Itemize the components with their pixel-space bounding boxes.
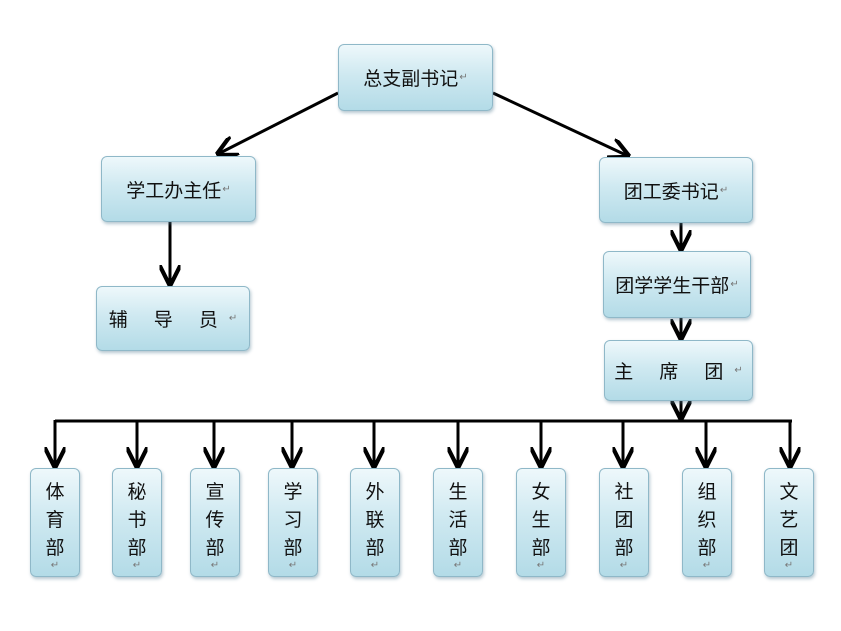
paragraph-mark-icon: ↵ bbox=[734, 365, 743, 376]
department-box: 女生部↵ bbox=[516, 468, 566, 577]
department-char: 活 bbox=[448, 508, 468, 531]
department-char: 团 bbox=[779, 536, 799, 559]
paragraph-mark-icon: ↵ bbox=[619, 559, 629, 571]
paragraph-mark-icon: ↵ bbox=[288, 559, 298, 571]
department-char: 外 bbox=[365, 480, 385, 503]
node-tuanxue-label: 团学学生干部 bbox=[615, 275, 730, 297]
department-box: 体育部↵ bbox=[30, 468, 80, 577]
paragraph-mark-icon: ↵ bbox=[453, 559, 463, 571]
department-box: 组织部↵ bbox=[682, 468, 732, 577]
paragraph-mark-icon: ↵ bbox=[730, 279, 739, 290]
department-char: 团 bbox=[614, 508, 634, 531]
paragraph-mark-icon: ↵ bbox=[228, 313, 238, 324]
department-char: 传 bbox=[205, 508, 225, 531]
paragraph-mark-icon: ↵ bbox=[50, 559, 60, 571]
node-root: 总支副书记↵ bbox=[338, 44, 493, 111]
department-char: 女 bbox=[531, 480, 551, 503]
department-char: 部 bbox=[448, 536, 468, 559]
department-char: 文 bbox=[779, 480, 799, 503]
node-xuegong: 学工办主任↵ bbox=[101, 156, 256, 222]
department-char: 部 bbox=[365, 536, 385, 559]
node-zhuxi-label: 主 席 团 bbox=[614, 361, 734, 383]
node-tuanwei: 团工委书记↵ bbox=[599, 157, 753, 223]
department-box: 秘书部↵ bbox=[112, 468, 162, 577]
node-fudao-label: 辅 导 员 bbox=[108, 309, 228, 331]
department-char: 生 bbox=[531, 508, 551, 531]
connector-root-to-tuanwei bbox=[492, 91, 628, 156]
node-fudao: 辅 导 员↵ bbox=[96, 286, 250, 351]
department-box: 宣传部↵ bbox=[190, 468, 240, 577]
department-char: 艺 bbox=[779, 508, 799, 531]
connector-root-to-xuegong bbox=[218, 91, 339, 154]
node-zhuxi: 主 席 团↵ bbox=[604, 340, 753, 401]
paragraph-mark-icon: ↵ bbox=[784, 559, 794, 571]
department-box: 学习部↵ bbox=[268, 468, 318, 577]
department-char: 习 bbox=[283, 508, 303, 531]
department-char: 学 bbox=[283, 480, 303, 503]
paragraph-mark-icon: ↵ bbox=[536, 559, 546, 571]
node-xuegong-label: 学工办主任 bbox=[126, 179, 222, 202]
department-char: 部 bbox=[205, 536, 225, 559]
department-char: 组 bbox=[697, 480, 717, 503]
node-tuanwei-label: 团工委书记 bbox=[623, 180, 719, 203]
department-char: 联 bbox=[365, 508, 385, 531]
paragraph-mark-icon: ↵ bbox=[459, 72, 468, 83]
department-box: 生活部↵ bbox=[433, 468, 483, 577]
department-box: 社团部↵ bbox=[599, 468, 649, 577]
node-root-label: 总支副书记 bbox=[363, 68, 459, 90]
department-char: 书 bbox=[127, 508, 147, 531]
department-char: 秘 bbox=[127, 480, 147, 503]
department-char: 部 bbox=[283, 536, 303, 559]
paragraph-mark-icon: ↵ bbox=[702, 559, 712, 571]
paragraph-mark-icon: ↵ bbox=[210, 559, 220, 571]
department-char: 宣 bbox=[205, 480, 225, 503]
department-char: 织 bbox=[697, 508, 717, 531]
department-char: 体 bbox=[45, 480, 65, 503]
paragraph-mark-icon: ↵ bbox=[132, 559, 142, 571]
node-tuanxue: 团学学生干部↵ bbox=[603, 251, 751, 318]
department-char: 部 bbox=[45, 536, 65, 559]
department-char: 社 bbox=[614, 480, 634, 503]
department-char: 部 bbox=[127, 536, 147, 559]
department-char: 部 bbox=[531, 536, 551, 559]
paragraph-mark-icon: ↵ bbox=[370, 559, 380, 571]
department-box: 外联部↵ bbox=[350, 468, 400, 577]
department-box: 文艺团↵ bbox=[764, 468, 814, 577]
department-char: 育 bbox=[45, 508, 65, 531]
paragraph-mark-icon: ↵ bbox=[222, 183, 231, 195]
paragraph-mark-icon: ↵ bbox=[719, 184, 729, 196]
department-char: 部 bbox=[697, 536, 717, 559]
department-char: 部 bbox=[614, 536, 634, 559]
department-char: 生 bbox=[448, 480, 468, 503]
